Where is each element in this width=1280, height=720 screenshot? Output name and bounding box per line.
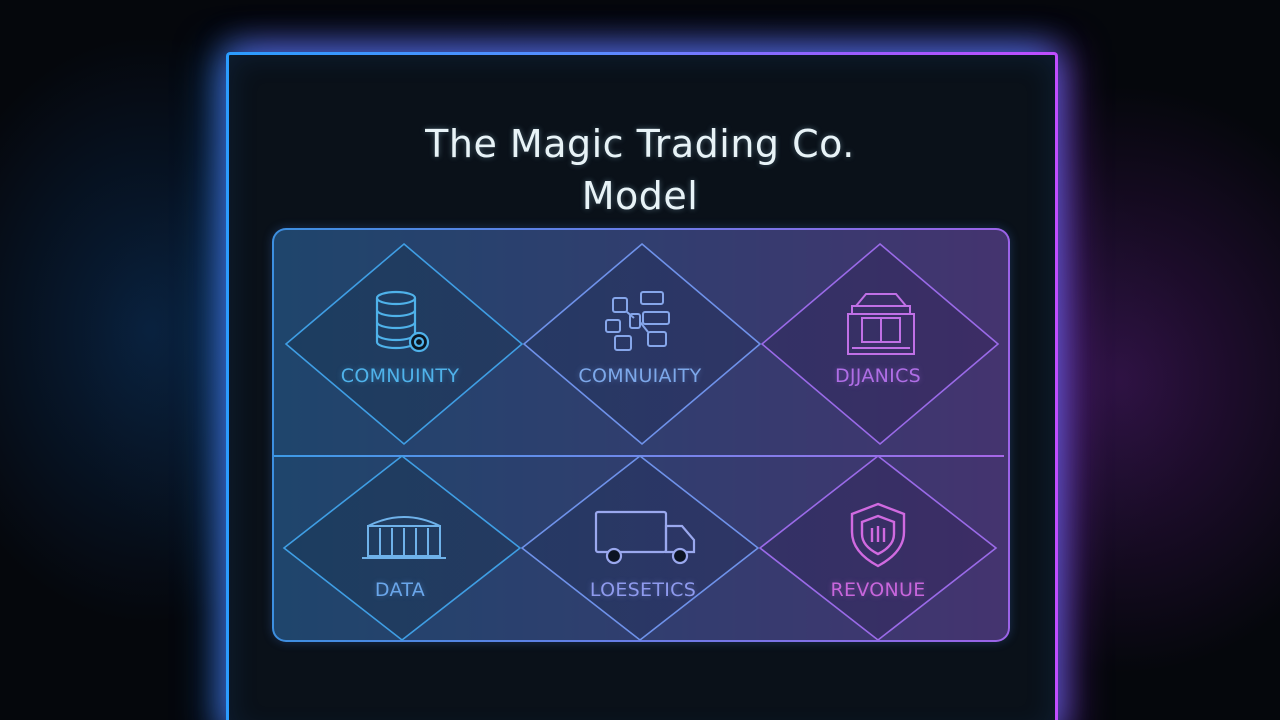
network-blocks-icon <box>605 291 670 351</box>
diamond-tile-3 <box>760 242 1000 446</box>
diamond-tile-5 <box>520 454 760 642</box>
tile-label-6: REVONUE <box>830 579 926 601</box>
diagram-title-line-2: Model <box>581 174 699 218</box>
diamond-tile-6 <box>758 454 998 642</box>
tile-label-3: DJJANICS <box>834 365 922 387</box>
tile-label-4: DATA <box>374 579 426 601</box>
warehouse-icon <box>362 516 446 559</box>
diamond-tile-4 <box>282 454 522 642</box>
truck-icon <box>594 510 696 565</box>
shield-icon <box>850 502 906 568</box>
diamond-tile-1 <box>284 242 524 446</box>
diamond-tile-2 <box>522 242 762 446</box>
database-icon <box>375 290 430 353</box>
tile-label-2: COMNUIAITY <box>578 365 702 387</box>
tile-label-5: LOESETICS <box>589 579 697 601</box>
tile-label-1: COMNUINTY <box>340 365 460 387</box>
storefront-icon <box>847 293 915 355</box>
diagram-title-line-1: The Magic Trading Co. <box>425 122 855 166</box>
